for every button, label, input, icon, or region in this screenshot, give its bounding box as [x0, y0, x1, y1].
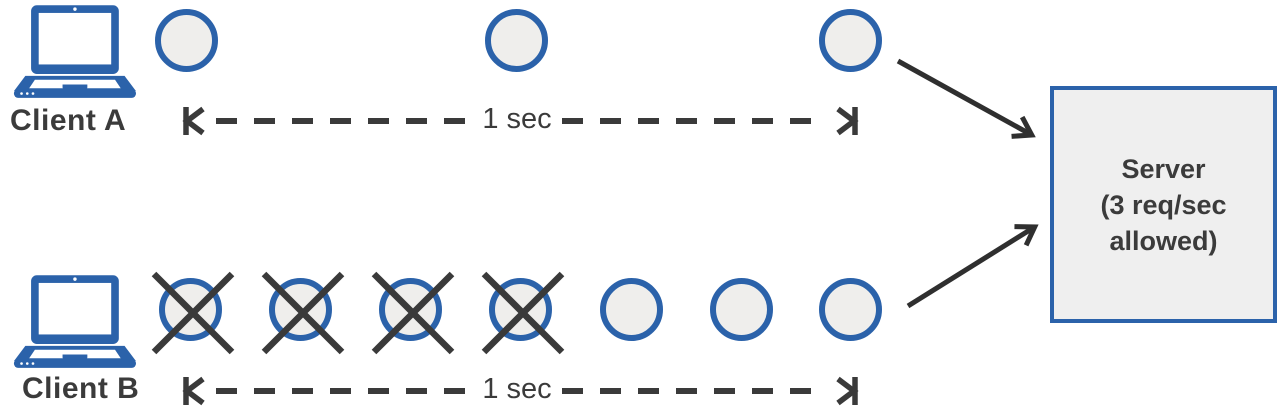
- request-circle: [599, 278, 663, 341]
- server-label-line: Server: [1121, 153, 1206, 184]
- server-label-line: (3 req/sec: [1100, 189, 1227, 220]
- blocked-x-icon: [261, 271, 345, 354]
- request-circle: [154, 9, 218, 72]
- laptop-icon-client-b: [13, 275, 136, 368]
- requests-row-1: [0, 271, 1280, 354]
- request-circle-blocked: [261, 271, 345, 354]
- laptop-icon-client-a: [13, 5, 136, 98]
- timeline-label-client-a: 1 sec: [482, 103, 552, 135]
- server-box: Server (3 req/sec allowed): [1050, 86, 1277, 323]
- blocked-x-icon: [481, 271, 565, 354]
- request-circle: [484, 9, 548, 72]
- blocked-x-icon: [371, 271, 455, 354]
- requests-row-0: [0, 9, 1280, 75]
- request-circle: [818, 278, 882, 341]
- request-circle-blocked: [151, 271, 235, 354]
- client-a-label: Client A: [10, 104, 127, 137]
- request-circle: [709, 278, 773, 341]
- request-circle-blocked: [481, 271, 565, 354]
- request-circle: [818, 9, 882, 72]
- blocked-x-icon: [151, 271, 235, 354]
- client-b-label: Client B: [22, 372, 140, 405]
- timeline-label-client-b: 1 sec: [482, 373, 552, 405]
- request-circle-blocked: [371, 271, 455, 354]
- server-label-line: allowed): [1109, 225, 1218, 256]
